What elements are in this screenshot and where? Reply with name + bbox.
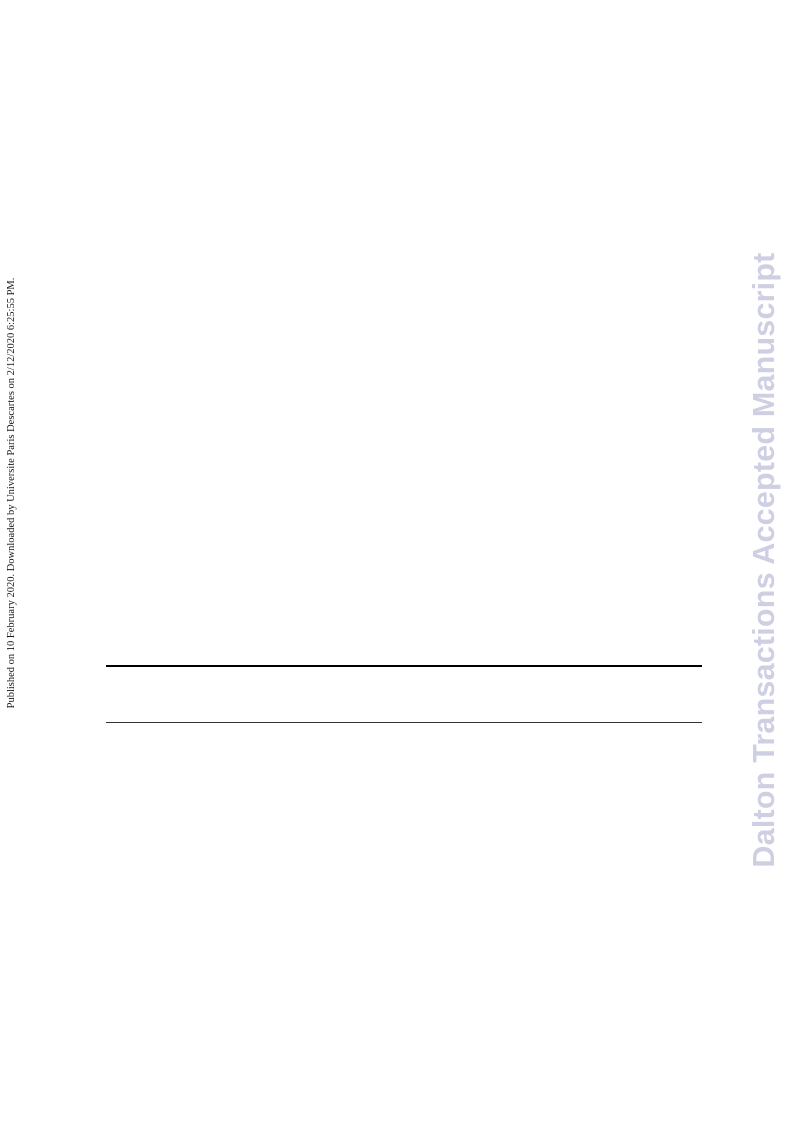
- accepted-manuscript-watermark: Dalton Transactions Accepted Manuscript: [746, 252, 781, 868]
- download-provenance-note: Published on 10 February 2020. Downloade…: [5, 277, 17, 709]
- table-header-rule: [106, 722, 702, 723]
- table-top-rule: [106, 665, 702, 667]
